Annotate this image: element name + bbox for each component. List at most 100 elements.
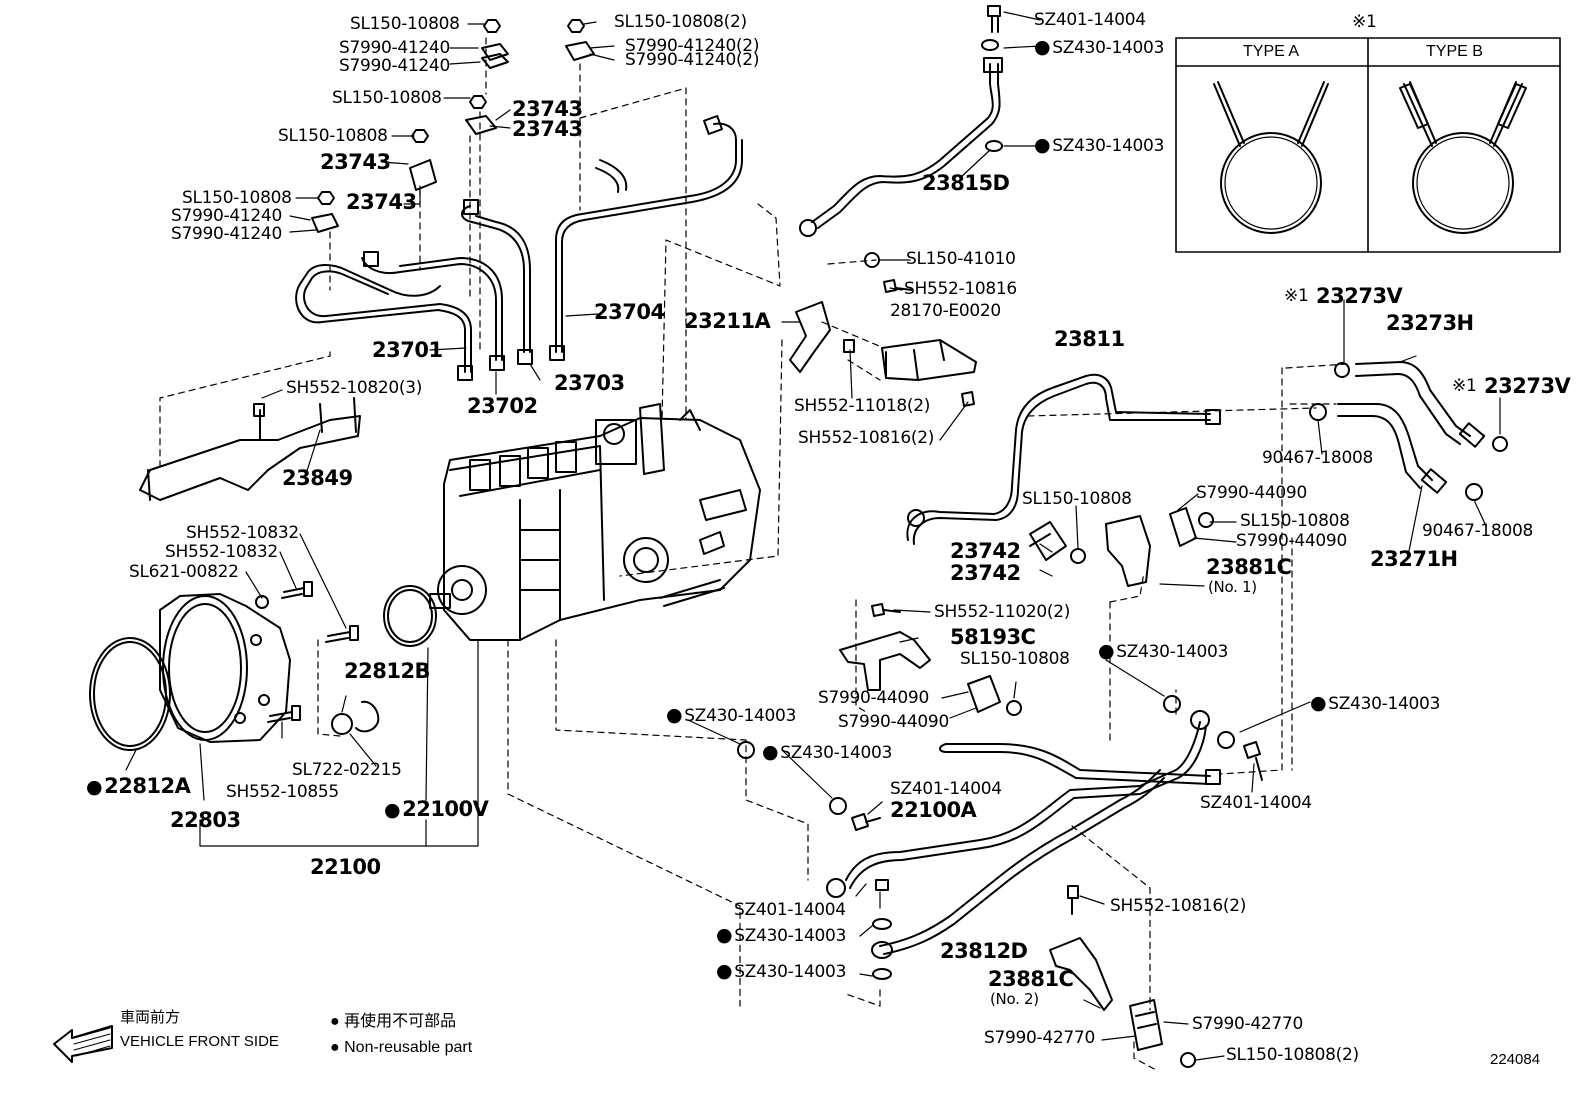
part-callout: SL722-02215 — [292, 760, 402, 780]
part-callout: SL150-10808 — [182, 188, 292, 208]
part-callout: 23742 — [950, 561, 1021, 585]
o-ring-22100v — [383, 585, 437, 647]
part-callout: 22803 — [170, 808, 241, 832]
part-callout-nonreusable: SZ430-14003 — [1098, 642, 1228, 661]
part-callout-nonreusable: SZ430-14003 — [1310, 694, 1440, 713]
legend-front-en: VEHICLE FRONT SIDE — [120, 1033, 279, 1050]
inset-type-a-label: TYPE A — [1243, 43, 1300, 60]
part-callout: 22100 — [310, 855, 381, 879]
part-callout: 23743 — [346, 190, 417, 214]
part-callout: S7990-42770 — [1192, 1014, 1303, 1034]
part-callout: 23273H — [1386, 311, 1474, 335]
part-callout: S7990-41240(2) — [625, 50, 760, 70]
vehicle-front-arrow-icon — [53, 1025, 113, 1063]
fuel-pipe-23811 — [906, 373, 1221, 545]
part-callout-nonreusable: SZ430-14003 — [716, 926, 846, 945]
part-callout: 23211A — [684, 309, 771, 333]
bracket-23211a — [789, 252, 977, 407]
nonreusable-dot-icon: ● — [330, 1039, 340, 1056]
part-callout: SL150-10808 — [1240, 511, 1350, 531]
part-callout: 23701 — [372, 338, 443, 362]
part-callout: SZ401-14004 — [734, 900, 846, 920]
part-callout: SL150-10808 — [960, 649, 1070, 669]
bracket-23849 — [139, 397, 361, 501]
part-callout: 28170-E0020 — [890, 301, 1001, 321]
part-callout: 23742 — [950, 539, 1021, 563]
part-callout: S7990-42770 — [984, 1028, 1095, 1048]
legend-nonreuse-en-text: Non-reusable part — [344, 1039, 473, 1056]
part-callout: SZ401-14004 — [1034, 10, 1146, 30]
diagram-id: 224084 — [1490, 1051, 1541, 1068]
part-callout: 90467-18008 — [1422, 521, 1533, 541]
part-callout: (No. 1) — [1208, 578, 1257, 596]
o-ring-22812a — [89, 637, 171, 751]
part-callout: SL150-10808 — [1022, 489, 1132, 509]
part-callout: SH552-11018(2) — [794, 396, 931, 416]
part-callout: S7990-41240 — [339, 38, 450, 58]
part-callout: S7990-41240 — [339, 56, 450, 76]
inset-mark: ※1 — [1352, 12, 1377, 32]
part-callout: SL150-10808 — [350, 14, 460, 34]
part-callout: SH552-10832 — [186, 523, 299, 543]
clamps-23742 — [1029, 507, 1214, 587]
part-callout: SL150-10808(2) — [1226, 1045, 1359, 1065]
part-callout: SH552-10816 — [904, 279, 1017, 299]
part-callout-nonreusable: SZ430-14003 — [716, 962, 846, 981]
part-callout: SH552-10855 — [226, 782, 339, 802]
part-callout: SL150-10808(2) — [614, 12, 747, 32]
part-callout: 23704 — [594, 300, 665, 324]
part-callout: ※1 — [1284, 286, 1309, 306]
inset-type-b-label: TYPE B — [1426, 43, 1483, 60]
part-callout: 23273V — [1484, 374, 1571, 398]
part-callout: ※1 — [1452, 376, 1477, 396]
fuel-pipe-23815d — [799, 5, 1003, 237]
part-callout: S7990-41240 — [171, 224, 282, 244]
part-callout: 23881C — [988, 967, 1074, 991]
part-callout: S7990-44090 — [1236, 531, 1347, 551]
part-callout: 23702 — [467, 394, 538, 418]
part-callout: SH552-10816(2) — [798, 428, 935, 448]
legend-nonreuse-en: ● Non-reusable part — [330, 1040, 472, 1056]
part-callout-nonreusable: SZ430-14003 — [666, 706, 796, 725]
part-callout: 23743 — [320, 150, 391, 174]
part-callout-nonreusable: SZ430-14003 — [1034, 136, 1164, 155]
part-callout: 22812B — [344, 659, 431, 683]
washers-bolts — [737, 695, 1263, 980]
bolts-gear-housing — [255, 581, 380, 735]
part-callout: 23881C — [1206, 555, 1292, 579]
part-callout-nonreusable: SZ430-14003 — [762, 743, 892, 762]
part-callout: 23271H — [1370, 547, 1458, 571]
nonreusable-dot-icon: ● — [330, 1013, 340, 1030]
part-callout: 23273V — [1316, 284, 1403, 308]
part-callout: 58193C — [950, 625, 1036, 649]
part-callout-nonreusable: 22812A — [86, 776, 191, 797]
clamp-type-inset — [1175, 37, 1561, 253]
part-callout: SL150-10808 — [278, 126, 388, 146]
part-callout: 23743 — [512, 117, 583, 141]
clamp-type-b-drawing — [1399, 81, 1527, 234]
part-callout: SZ401-14004 — [1200, 793, 1312, 813]
leader-lines — [125, 11, 1501, 1061]
legend-nonreuse-jp-text: 再使用不可部品 — [344, 1013, 457, 1030]
part-callout: 23849 — [282, 466, 353, 490]
part-callout: 23743 — [512, 97, 583, 121]
part-callout: SL150-41010 — [906, 249, 1016, 269]
part-callout: SH552-10816(2) — [1110, 896, 1247, 916]
part-callout: S7990-41240(2) — [625, 36, 760, 56]
part-callout: S7990-41240 — [171, 206, 282, 226]
part-callout: 90467-18008 — [1262, 448, 1373, 468]
bracket-23881c-no2 — [1049, 885, 1196, 1068]
injection-pump — [429, 403, 761, 641]
part-callout: SH552-10832 — [165, 542, 278, 562]
part-callout: S7990-44090 — [818, 688, 929, 708]
gear-housing-22803 — [159, 593, 291, 743]
fuel-pipe-22100a — [826, 710, 1221, 898]
dashed-assembly-lines — [159, 37, 1349, 1071]
part-callout-nonreusable: SZ430-14003 — [1034, 38, 1164, 57]
injection-pipes — [295, 115, 743, 381]
fuel-pipe-23812d — [871, 769, 1165, 959]
part-callout: 23812D — [940, 939, 1028, 963]
part-callout: SL621-00822 — [129, 562, 239, 582]
